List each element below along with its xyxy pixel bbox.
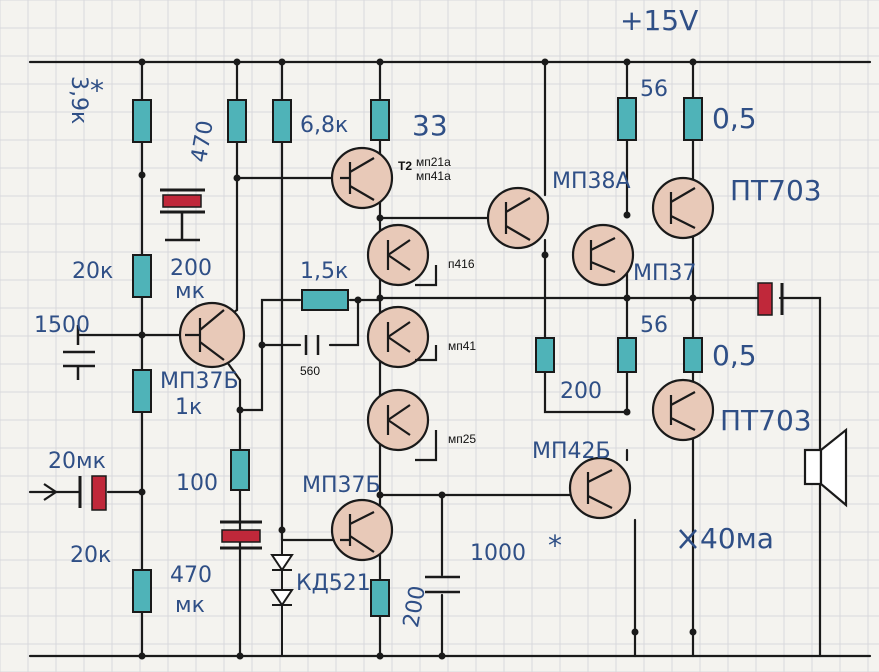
transistor-output-top	[651, 176, 715, 240]
transistor-driver-top	[486, 186, 550, 250]
label-q-drv-bot: МП42Б	[532, 439, 611, 464]
cross-mark-icon	[679, 529, 697, 549]
label-c-20mk: 20мк	[48, 449, 106, 474]
capacitor-470mk	[220, 520, 262, 550]
resistor-0-5-bot	[683, 337, 703, 373]
capacitors	[63, 188, 784, 594]
label-q-out-bot: ПТ703	[720, 404, 812, 437]
transistor-symbols	[185, 157, 696, 553]
label-c-560: 560	[300, 364, 320, 378]
label-r-56-bot: 56	[640, 313, 668, 338]
label-r-20k-bot: 20к	[70, 543, 111, 568]
speaker-icon	[803, 427, 848, 508]
capacitor-200mk	[160, 188, 205, 242]
label-c-1500: 1500	[34, 313, 90, 338]
resistor-33	[370, 99, 390, 141]
label-t2-b: мп41а	[416, 169, 451, 183]
capacitor-1500	[63, 325, 95, 380]
label-r-in-top: 3,9к	[66, 76, 91, 124]
supply-label: +15V	[620, 4, 698, 37]
diodes-kd521	[270, 540, 294, 656]
transistor-d2	[366, 305, 430, 369]
capacitor-20mk	[78, 475, 107, 511]
star-mark-top: *	[90, 74, 104, 107]
resistor-20k-mid	[132, 254, 152, 298]
label-c-470-unit: мк	[175, 593, 205, 618]
resistor-1k	[132, 369, 152, 413]
resistor-200-mid	[535, 337, 555, 373]
resistor-1-5k	[301, 289, 349, 311]
label-r-0-5-bot: 0,5	[712, 339, 757, 372]
label-r-56-top: 56	[640, 77, 668, 102]
label-c-470: 470	[170, 563, 212, 588]
resistor-6-8k	[272, 99, 292, 143]
resistor-0-5-top	[683, 97, 703, 141]
transistor-input	[178, 301, 246, 369]
label-r-33: 33	[412, 109, 448, 142]
label-t2-tag: T2	[398, 159, 412, 173]
transistor-t2	[330, 146, 394, 210]
label-q-d1: п416	[448, 257, 475, 271]
input-arrow-icon	[43, 483, 58, 501]
label-q-d3: мп25	[448, 432, 476, 446]
label-q-drv-mid: МП37	[633, 261, 697, 286]
transistor-current-source	[330, 498, 394, 562]
transistor-driver-bot	[568, 456, 632, 520]
transistor-d3	[366, 388, 430, 452]
label-q-in: МП37Б	[160, 369, 239, 394]
label-r-100: 100	[176, 471, 218, 496]
label-r-0-5-top: 0,5	[712, 102, 757, 135]
resistor-3-9k	[132, 99, 152, 143]
resistor-100	[230, 449, 250, 491]
label-q-cs: МП37Б	[302, 473, 381, 498]
label-c-200: 200	[170, 256, 212, 281]
transistor-driver-mid	[571, 223, 635, 287]
resistor-470	[227, 99, 247, 143]
resistor-56-top	[617, 97, 637, 141]
capacitor-output	[757, 282, 784, 316]
label-t2-a: мп21а	[416, 155, 451, 169]
junctions	[138, 58, 697, 660]
resistors	[132, 97, 703, 617]
resistor-200-right	[617, 337, 637, 373]
label-r-1-5k: 1,5к	[300, 259, 348, 284]
label-q-d2: мп41	[448, 339, 476, 353]
resistor-200-bot	[370, 579, 390, 617]
transistors	[178, 146, 715, 562]
label-c-200-unit: мк	[175, 279, 205, 304]
label-d-kd521: КД521	[296, 571, 371, 596]
label-r-200-bot: 200	[399, 584, 431, 630]
current-note: 40ма	[700, 522, 774, 555]
transistor-d1	[366, 223, 430, 287]
label-r-6-8k: 6,8к	[300, 113, 348, 138]
label-q-out-top: ПТ703	[730, 174, 822, 207]
label-q-drv-top: МП38А	[552, 169, 631, 194]
label-c-1000: 1000	[470, 541, 526, 566]
label-r-200-mid: 200	[560, 379, 602, 404]
capacitor-560	[304, 335, 320, 355]
label-r-20k-mid: 20к	[72, 259, 113, 284]
label-r-470: 470	[187, 119, 219, 165]
label-r-1k: 1к	[175, 395, 202, 420]
star-mark-bottom: *	[548, 529, 562, 562]
transistor-output-bot	[651, 378, 715, 442]
capacitor-1000	[425, 575, 460, 594]
resistor-20k-bot	[132, 569, 152, 613]
